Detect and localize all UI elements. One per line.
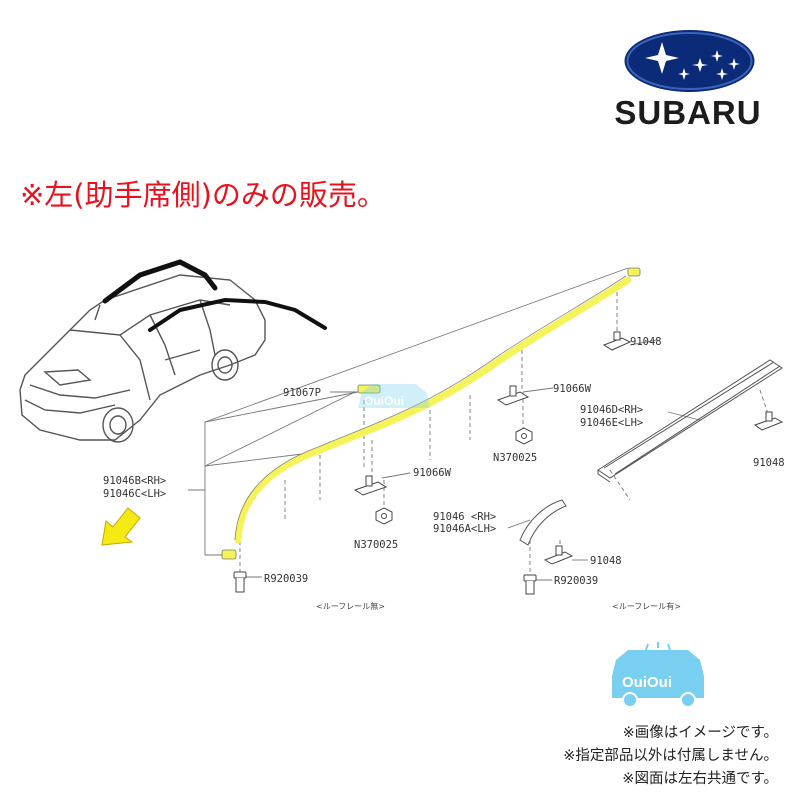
roof-molding-outline	[234, 275, 627, 541]
roof-rail-short	[519, 499, 567, 546]
label-91048-top: 91048	[630, 336, 662, 348]
label-r920039-left: R920039	[264, 573, 308, 585]
label-91046d: 91046D<RH>	[580, 404, 643, 416]
end-cap-top	[627, 267, 641, 277]
label-91066w-mid: 91066W	[413, 467, 452, 479]
leader-lines	[188, 267, 701, 581]
pleiades-star-emblem-icon	[624, 30, 755, 92]
label-91066w-top: 91066W	[553, 383, 592, 395]
label-r920039-right: R920039	[554, 575, 598, 587]
car-roof-molding-left	[102, 259, 218, 304]
label-91067p: 91067P	[283, 387, 321, 399]
watermark-text: OuiOui	[622, 674, 672, 691]
bolt-icon	[233, 571, 537, 595]
caption-with-roof-rail: <ルーフレール有>	[612, 601, 681, 611]
label-n370025-top: N370025	[493, 452, 537, 464]
roof-rail-bar	[597, 359, 783, 483]
watermark-small: OuiOui	[358, 384, 430, 408]
subaru-logo	[624, 30, 755, 92]
caption-without-roof-rail: <ルーフレール無>	[316, 601, 385, 611]
svg-text:OuiOui: OuiOui	[364, 394, 404, 408]
notes: ※画像はイメージです。 ※指定部品以外は付属しません。 ※図面は左右共通です。	[563, 722, 778, 791]
roof-molding-highlight	[234, 276, 632, 544]
brand-name: SUBARU	[614, 94, 762, 131]
label-91046e: 91046E<LH>	[580, 417, 643, 429]
clip-icon	[353, 331, 784, 565]
label-91046: 91046 <RH>	[433, 511, 496, 523]
label-n370025-mid: N370025	[354, 539, 398, 551]
label-91048-right: 91048	[753, 457, 785, 469]
label-91046b: 91046B<RH>	[103, 475, 166, 487]
car-roof-molding-right	[148, 297, 327, 332]
highlight-arrow-icon	[101, 507, 141, 546]
label-91046c: 91046C<LH>	[103, 488, 166, 500]
dashed-guides	[239, 292, 771, 575]
nut-icon	[375, 427, 533, 525]
part-91067p-highlight	[357, 384, 381, 394]
note-image-only: ※画像はイメージです。	[622, 725, 778, 741]
label-91046a: 91046A<LH>	[433, 523, 496, 535]
sale-side-notice: ※左(助手席側)のみの販売。	[20, 178, 386, 212]
note-left-right-common: ※図面は左右共通です。	[622, 771, 778, 787]
note-not-included: ※指定部品以外は付属しません。	[563, 748, 778, 764]
end-cap-bottom	[221, 549, 237, 560]
label-91048-bottom: 91048	[590, 555, 622, 567]
mascot-car-icon: OuiOui	[612, 642, 704, 708]
